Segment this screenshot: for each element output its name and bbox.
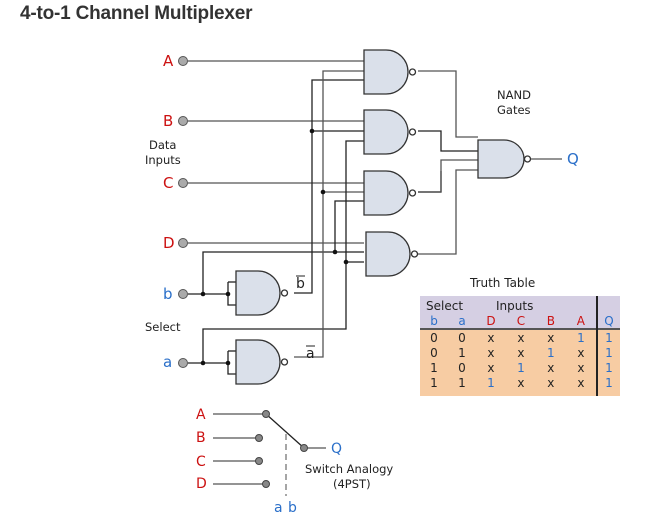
nand-label-1: NAND xyxy=(497,88,531,102)
junction xyxy=(320,189,326,195)
switch-input-a: A xyxy=(196,407,206,423)
nand-gate-1 xyxy=(363,49,417,95)
nand-gate-2 xyxy=(363,109,417,155)
switch-control-b: b xyxy=(288,500,297,516)
col-a: a xyxy=(448,313,476,329)
terminal-select-b xyxy=(178,289,188,299)
switch-arm xyxy=(265,413,305,449)
table-row: 1 0 x 1 x x 1 xyxy=(420,360,620,375)
junction xyxy=(332,249,338,255)
junction xyxy=(200,360,206,366)
bus-a xyxy=(345,140,364,262)
data-inputs-label-2: Inputs xyxy=(145,153,181,167)
table-row: 0 0 x x x 1 1 xyxy=(420,328,620,345)
wire-b-inv-inputs xyxy=(227,282,236,306)
truth-table-title: Truth Table xyxy=(470,276,536,290)
wire-gate4-out xyxy=(418,169,478,255)
switch-input-b: B xyxy=(196,430,206,446)
switch-output-q: Q xyxy=(331,441,342,457)
nand-gate-output xyxy=(477,139,532,179)
switch-input-c: C xyxy=(196,454,206,470)
select-label-b: b xyxy=(163,285,173,303)
truth-table: Select Inputs b a D C B A Q 0 0 x x x 1 … xyxy=(420,296,620,396)
col-d: D xyxy=(476,313,506,329)
b-bar-label: b xyxy=(296,276,305,292)
bus-b xyxy=(334,200,364,252)
nand-label-2: Gates xyxy=(497,103,531,117)
junction xyxy=(343,259,349,265)
input-label-b: B xyxy=(163,112,173,130)
col-b-input: B xyxy=(535,313,566,329)
nand-inverter-a xyxy=(235,339,289,385)
wire-gate2-out xyxy=(418,130,478,152)
col-c: C xyxy=(505,313,536,329)
wire-a-inv-inputs xyxy=(227,351,236,375)
junction xyxy=(309,128,315,134)
nand-gate-4 xyxy=(365,231,419,277)
header-inputs: Inputs xyxy=(476,296,597,313)
terminal-c xyxy=(178,178,188,188)
col-b: b xyxy=(420,313,448,329)
bus-b-bar xyxy=(294,79,364,294)
junction xyxy=(200,291,206,297)
junction xyxy=(225,360,231,366)
input-label-a: A xyxy=(163,52,174,70)
terminal-d xyxy=(178,238,188,248)
terminal-b xyxy=(178,116,188,126)
data-inputs-label-1: Data xyxy=(149,138,176,152)
switch-caption-2: (4PST) xyxy=(333,477,371,491)
select-group-label: Select xyxy=(145,320,181,334)
select-label-a: a xyxy=(163,353,172,371)
switch-analogy: A B C D Q Switch Analogy (4PST) a b xyxy=(196,407,393,516)
switch-input-d: D xyxy=(196,476,207,492)
switch-control-a: a xyxy=(274,500,283,516)
header-select: Select xyxy=(420,296,476,313)
table-row: 0 1 x x 1 x 1 xyxy=(420,345,620,360)
col-a-input: A xyxy=(565,313,597,329)
a-bar-label: a xyxy=(306,346,315,362)
col-q: Q xyxy=(596,313,620,329)
input-label-c: C xyxy=(163,174,173,192)
wire-a-bus xyxy=(202,261,364,363)
wire-b-to-gate4 xyxy=(202,251,364,294)
nand-gate-3 xyxy=(363,170,417,216)
input-label-d: D xyxy=(163,234,175,252)
switch-caption-1: Switch Analogy xyxy=(305,462,393,476)
nand-inverter-b xyxy=(235,270,289,316)
terminal-a xyxy=(178,56,188,66)
junction xyxy=(225,291,231,297)
wire-gate3-out xyxy=(418,171,442,193)
page-title: 4-to-1 Channel Multiplexer xyxy=(20,3,253,24)
bus-a-bar xyxy=(294,70,364,358)
terminal-select-a xyxy=(178,358,188,368)
output-label-q: Q xyxy=(567,150,579,168)
wire-gate1-out xyxy=(418,70,478,138)
table-row: 1 1 1 x x x 1 xyxy=(420,375,620,390)
